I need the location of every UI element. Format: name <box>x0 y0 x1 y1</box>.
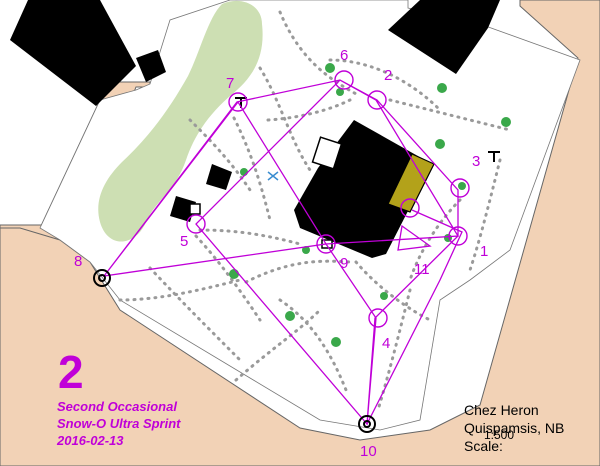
map-info-block: Chez Heron Quispamsis, NB Scale: <box>464 401 564 455</box>
tree <box>302 246 310 254</box>
control-10-label: 10 <box>360 443 377 460</box>
course-number: 2 <box>58 346 84 398</box>
trail-7 <box>244 259 352 284</box>
course-line <box>102 79 460 426</box>
trail-6 <box>148 266 242 362</box>
tree <box>331 337 341 347</box>
tree <box>435 139 445 149</box>
tree <box>380 292 388 300</box>
trail-11 <box>328 58 442 112</box>
trail-5 <box>118 278 242 302</box>
olive-patch <box>387 153 435 213</box>
control-8-circle <box>93 269 111 287</box>
trail-18 <box>188 118 252 192</box>
control-10-circle <box>358 415 376 433</box>
start-triangle <box>397 224 432 251</box>
control-11-circle <box>400 198 420 218</box>
tree <box>240 168 248 176</box>
course-date: 2016-02-13 <box>57 433 124 448</box>
control-4-label: 4 <box>382 335 390 352</box>
control-2-circle <box>367 90 387 110</box>
trail-16 <box>198 228 302 246</box>
finish-circles <box>93 269 376 433</box>
trail-14 <box>408 198 462 282</box>
building-top-left <box>10 0 136 106</box>
control-6-label: 6 <box>340 47 348 64</box>
control-4-circle <box>368 308 388 328</box>
control-8-inner <box>98 274 106 282</box>
building-small-left <box>170 196 196 222</box>
control-circles <box>186 70 470 328</box>
map-place: Chez Heron <box>464 402 539 418</box>
tree <box>458 182 466 190</box>
control-11-label: 11 <box>414 261 430 278</box>
map-scale-label: Scale: <box>464 438 503 454</box>
course-legs <box>102 79 463 426</box>
control-6-circle <box>334 70 354 90</box>
control-7-label: 7 <box>226 75 234 92</box>
tree <box>501 117 511 127</box>
control-10-inner <box>363 420 371 428</box>
control-8-label: 8 <box>74 253 82 270</box>
control-3-circle <box>450 178 470 198</box>
control-3-label: 3 <box>472 153 480 170</box>
trails <box>118 10 512 412</box>
tree <box>325 63 335 73</box>
t-symbol-3 <box>488 151 500 162</box>
trail-15 <box>376 288 412 412</box>
course-title-block: Second Occasional Snow-O Ultra Sprint 20… <box>57 398 181 449</box>
trail-9 <box>278 298 348 392</box>
trail-12 <box>388 98 512 132</box>
course-line-11 <box>366 209 463 425</box>
trail-2 <box>258 66 312 172</box>
control-5-label: 5 <box>180 233 188 250</box>
trail-10 <box>234 308 322 382</box>
building-small-mid <box>206 164 232 190</box>
course-name-line2: Snow-O Ultra Sprint <box>57 416 181 431</box>
control-5-circle <box>186 214 206 234</box>
box-left <box>189 203 201 215</box>
map-location: Quispamsis, NB <box>464 420 565 436</box>
control-1-label: 1 <box>480 243 488 260</box>
cross-symbol <box>267 171 279 181</box>
control-2-label: 2 <box>384 67 392 84</box>
tree <box>437 83 447 93</box>
vegetation-area <box>98 0 263 242</box>
tree <box>229 269 239 279</box>
control-9-label: 9 <box>340 255 348 272</box>
shed <box>311 136 343 170</box>
trail-1 <box>278 10 362 98</box>
trees <box>229 63 511 347</box>
trail-13 <box>468 158 502 272</box>
control-numbers: 1 2 3 4 5 6 7 8 9 10 11 <box>74 47 488 460</box>
trail-17 <box>266 98 352 122</box>
map-scale-value: 1:500 <box>484 428 515 442</box>
tree <box>336 88 344 96</box>
control-7-circle <box>228 92 248 112</box>
building-top-right <box>388 0 500 74</box>
tree <box>285 311 295 321</box>
control-1-circle <box>448 226 468 246</box>
course-name-line1: Second Occasional <box>57 399 177 414</box>
control-9-circle <box>316 234 336 254</box>
building-small-top <box>136 50 166 82</box>
